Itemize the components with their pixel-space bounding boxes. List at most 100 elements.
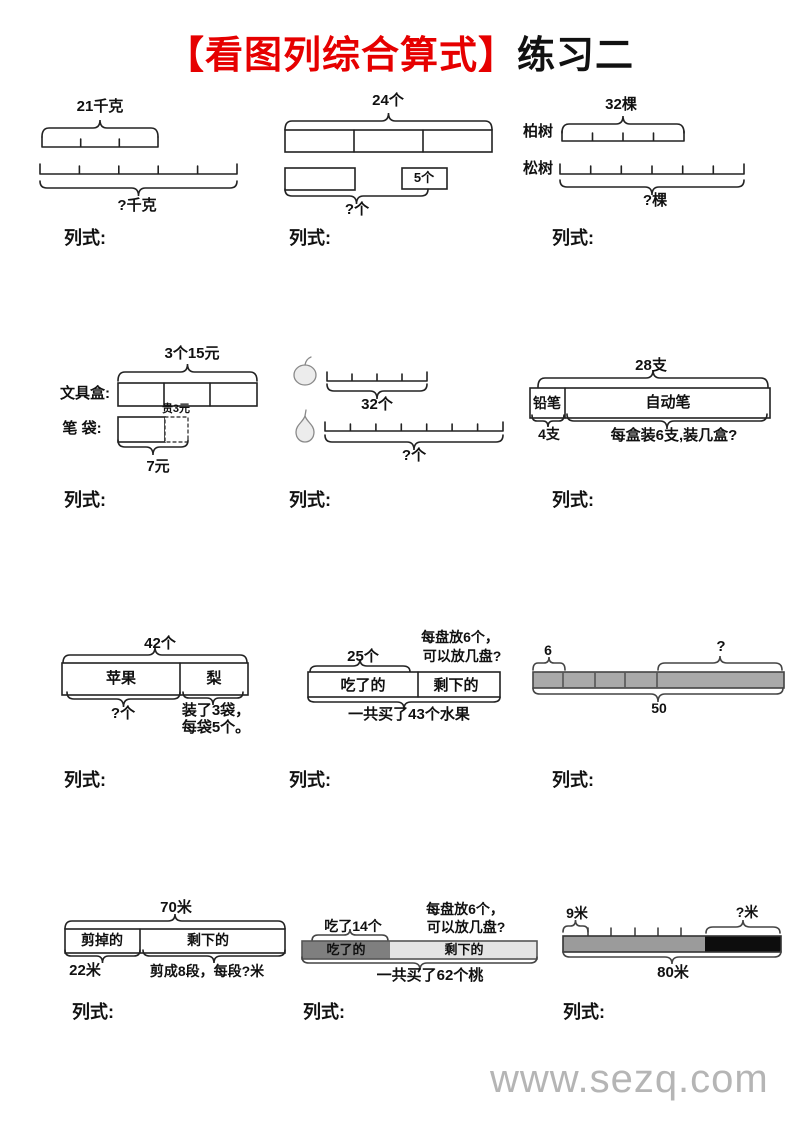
- p4-row2-name: 笔 袋:: [62, 420, 102, 437]
- p2-diagram: [284, 112, 493, 205]
- p1-diagram: [39, 119, 238, 197]
- p10-cell1-label: 剪掉的: [81, 932, 123, 948]
- p2-brace-bottom: [284, 188, 429, 205]
- p1-line-long: [39, 163, 238, 175]
- p8-note-line2: 可以放几盘?: [422, 648, 502, 664]
- p4-row1-name: 文具盒:: [60, 385, 110, 402]
- p7-bar: [61, 662, 249, 696]
- p8-left-label: 25个: [347, 648, 379, 665]
- p6-brace-left: [531, 414, 565, 428]
- p12-brace-unit: [562, 919, 589, 933]
- p6-cell1-below-label: 4支: [538, 426, 560, 442]
- p8-brace-bottom: [307, 696, 501, 710]
- p11-bar-dark: [302, 941, 390, 959]
- p11-cell2-label: 剩下的: [444, 942, 484, 957]
- p7-cell2-label: 梨: [206, 670, 222, 687]
- p3-line-pine: [559, 163, 745, 175]
- p10-total-label: 70米: [160, 899, 192, 916]
- p11-bar-outline: [301, 940, 538, 960]
- p7-note-line1: 装了3袋，: [181, 702, 251, 719]
- p11-diagram: [301, 928, 538, 971]
- p5-question-label: ?个: [401, 447, 427, 464]
- p11-brace-left: [311, 928, 389, 942]
- lieshi-label-p8: 列式:: [289, 770, 331, 790]
- p3-row1-name: 柏树: [522, 123, 554, 140]
- p8-bar: [307, 671, 501, 698]
- p12-diagram: [562, 919, 782, 965]
- p4-bar-box: [117, 382, 258, 407]
- p3-brace-top: [561, 115, 685, 134]
- p12-question-label: ?米: [735, 904, 759, 920]
- p2-brace-top: [284, 112, 493, 131]
- lieshi-label-p9: 列式:: [552, 770, 594, 790]
- p7-brace-left: [66, 691, 181, 708]
- p3-diagram: [559, 115, 745, 196]
- p4-bottom-label: 7元: [146, 458, 170, 475]
- p2-bar: [284, 129, 493, 153]
- p2-bar-dividers: [353, 129, 424, 153]
- p11-cell1-label: 吃了的: [326, 942, 366, 957]
- p10-brace-left: [64, 949, 141, 964]
- p6-diagram: [529, 369, 771, 430]
- p1-total-label: 21千克: [76, 98, 124, 115]
- p11-note-line2: 可以放几盘?: [426, 919, 506, 935]
- p6-total-label: 28支: [635, 357, 667, 374]
- lieshi-label-p12: 列式:: [563, 1002, 605, 1022]
- p3-line-cypress: [561, 130, 685, 142]
- p1-question-label: ?千克: [117, 197, 157, 214]
- p9-brace-total: [532, 687, 784, 703]
- p10-brace-top: [64, 913, 286, 930]
- p5-diagram: [293, 356, 504, 451]
- p8-diagram: [307, 658, 501, 710]
- p12-brace-question: [705, 919, 781, 934]
- p10-bar: [64, 928, 286, 954]
- p5-brace-pear: [324, 434, 504, 451]
- p9-question-label: ?: [716, 638, 726, 655]
- p1-line-short: [41, 136, 159, 148]
- p10-diagram: [64, 913, 286, 964]
- p12-brace-total: [562, 950, 782, 965]
- p2-question-label: ?个: [344, 201, 370, 218]
- lieshi-label-p11: 列式:: [303, 1002, 345, 1022]
- p5-line-apple: [326, 371, 428, 382]
- p6-cell1-label: 铅笔: [533, 395, 561, 411]
- p4-brace-bottom: [117, 439, 189, 456]
- p4-bar-box-dividers: [163, 382, 211, 407]
- p11-brace-bottom: [301, 956, 538, 971]
- p6-brace-top: [537, 369, 769, 388]
- p9-brace-unit: [532, 656, 566, 671]
- page-title: 【看图列综合算式】练习二: [0, 24, 800, 79]
- p7-note-line2: 每袋5个。: [181, 719, 251, 736]
- p4-top-label: 3个15元: [164, 345, 220, 362]
- p12-unit-label: 9米: [566, 905, 588, 921]
- p9-total-label: 50: [651, 700, 667, 716]
- p8-brace-left: [309, 658, 411, 673]
- p5-line-pear: [324, 421, 504, 432]
- p6-cell2-below-label: 每盒装6支,装几盒?: [610, 427, 738, 444]
- p7-brace-top: [62, 646, 248, 664]
- title-suffix: 练习二: [517, 35, 635, 77]
- lieshi-label-p4: 列式:: [64, 490, 106, 510]
- p10-right-below-label: 剪成8段，每段?米: [149, 963, 265, 979]
- p2-part-box: [284, 167, 356, 191]
- p3-total-label: 32棵: [605, 96, 637, 113]
- title-bracketed: 【看图列综合算式】: [165, 35, 517, 77]
- p6-cell2-label: 自动笔: [645, 394, 691, 411]
- p7-brace-right: [182, 691, 244, 706]
- p5-brace-apple: [326, 383, 428, 400]
- p2-count-box: [401, 167, 448, 190]
- p9-unit-label: 6: [544, 642, 552, 658]
- p4-diagram: [117, 363, 258, 456]
- p3-brace-bottom: [559, 179, 745, 196]
- p8-cell2-label: 剩下的: [433, 677, 479, 694]
- p3-question-label: ?棵: [642, 192, 668, 209]
- p11-bar-light: [390, 941, 537, 959]
- lieshi-label-p2: 列式:: [289, 228, 331, 248]
- p4-brace-top: [117, 363, 258, 382]
- p11-left-label: 吃了14个: [324, 918, 382, 934]
- p7-question-label: ?个: [110, 705, 136, 722]
- p7-cell1-label: 苹果: [105, 670, 137, 687]
- p10-cell2-label: 剩下的: [187, 932, 229, 948]
- p11-note-line1: 每盘放6个，: [426, 901, 504, 917]
